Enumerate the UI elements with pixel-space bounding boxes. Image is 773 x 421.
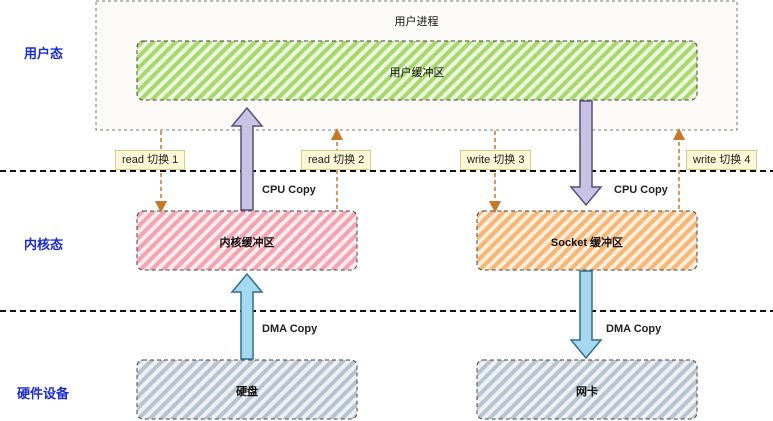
kernel-buffer-label: 内核缓冲区 xyxy=(219,237,275,249)
layer-label-hardware: 硬件设备 xyxy=(17,386,70,401)
cpu-copy-down-arrow xyxy=(569,100,603,207)
dma-copy-up-arrow xyxy=(230,272,264,360)
nic-label: 网卡 xyxy=(576,386,598,398)
disk-label: 硬盘 xyxy=(236,386,258,398)
user-buffer-label: 用户缓冲区 xyxy=(389,67,445,79)
dma-copy-label-right: DMA Copy xyxy=(606,323,662,335)
dma-copy-label-left: DMA Copy xyxy=(262,323,318,335)
switch-label-3: write 切换 3 xyxy=(460,150,532,170)
switch-label-2: read 切换 2 xyxy=(301,150,372,170)
nic-box xyxy=(476,359,698,420)
cpu-copy-label-right: CPU Copy xyxy=(614,184,668,196)
dma-copy-down-arrow xyxy=(569,270,603,360)
cpu-copy-up-arrow xyxy=(230,106,264,211)
switch-label-4: write 切换 4 xyxy=(686,150,758,170)
socket-buffer-label: Socket 缓冲区 xyxy=(550,237,624,249)
user-process-title: 用户进程 xyxy=(394,16,439,28)
switch-label-1: read 切换 1 xyxy=(115,150,186,170)
disk-box xyxy=(136,359,358,420)
socket-buffer-box xyxy=(476,210,698,271)
kernel-buffer-box xyxy=(136,210,358,271)
layer-label-user: 用户态 xyxy=(24,46,64,61)
user-buffer-box xyxy=(136,40,698,101)
cpu-copy-label-left: CPU Copy xyxy=(262,184,316,196)
layer-label-kernel: 内核态 xyxy=(24,237,64,252)
